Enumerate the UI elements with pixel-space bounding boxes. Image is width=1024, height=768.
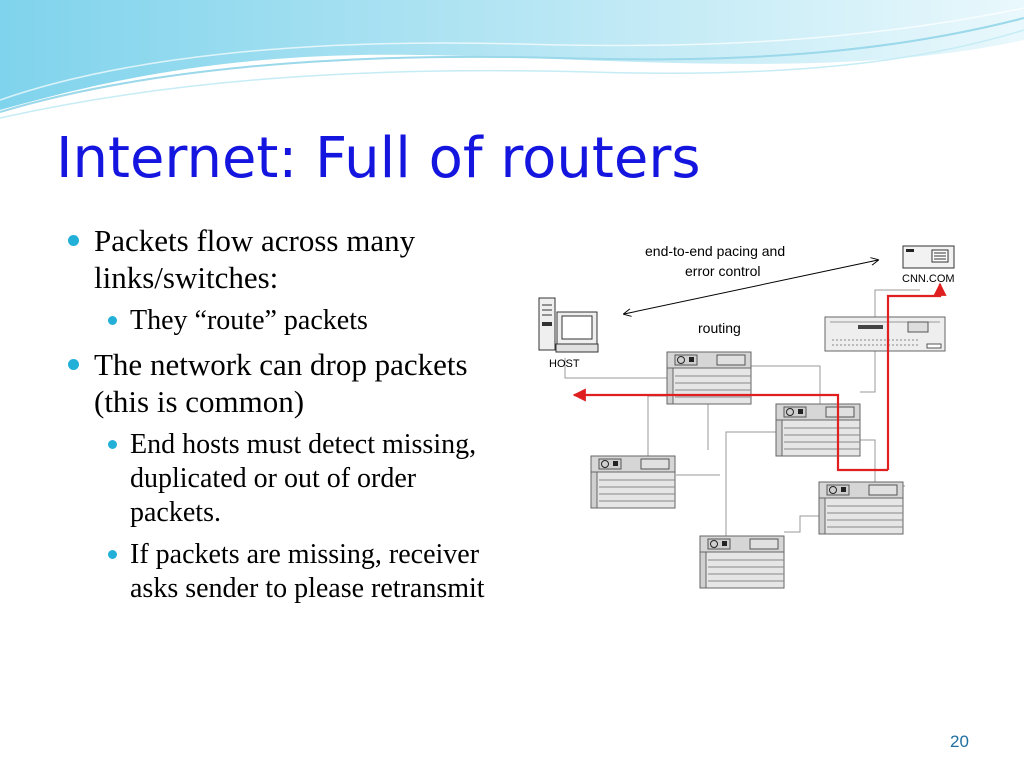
router-d	[818, 481, 904, 535]
link-router-c-router-e	[784, 515, 820, 533]
routing-path	[886, 282, 947, 470]
bullet-item: Packets flow across many links/switches:	[66, 222, 506, 296]
end-to-end-arrow	[624, 260, 878, 314]
switch-icon	[824, 316, 946, 352]
host-computer-icon	[538, 297, 599, 353]
host-label: HOST	[549, 358, 580, 370]
server-icon	[902, 245, 955, 269]
link-router-b-router-e	[725, 431, 778, 538]
bullet-list: Packets flow across many links/switches:…	[66, 222, 506, 614]
bullet-item: The network can drop packets (this is co…	[66, 346, 506, 420]
link-router-a-server	[750, 365, 821, 418]
router-a	[666, 351, 752, 405]
routing-label: routing	[698, 320, 741, 336]
page-number: 20	[950, 732, 969, 751]
link-host-router	[564, 358, 668, 379]
sub-bullet-item: End hosts must detect missing, duplicate…	[106, 428, 506, 530]
sub-bullet-item: They “route” packets	[106, 304, 506, 338]
header-wave-decoration	[0, 0, 1024, 119]
router-e	[699, 535, 785, 589]
slide-title: Internet: Full of routers	[56, 126, 701, 191]
server-label: CNN.COM	[902, 273, 955, 285]
router-c	[590, 455, 676, 509]
pacing-label-line2: error control	[685, 263, 760, 279]
pacing-label-line1: end-to-end pacing and	[645, 243, 785, 259]
link-router-b-router-c	[860, 439, 905, 487]
link-server-edge	[874, 289, 920, 318]
link-router-a-router-d	[647, 395, 668, 458]
sub-bullet-item: If packets are missing, receiver asks se…	[106, 538, 506, 606]
router-b	[775, 403, 861, 457]
network-diagram: HOST CNN.COM	[538, 243, 955, 589]
routing-path-lower	[572, 388, 888, 472]
